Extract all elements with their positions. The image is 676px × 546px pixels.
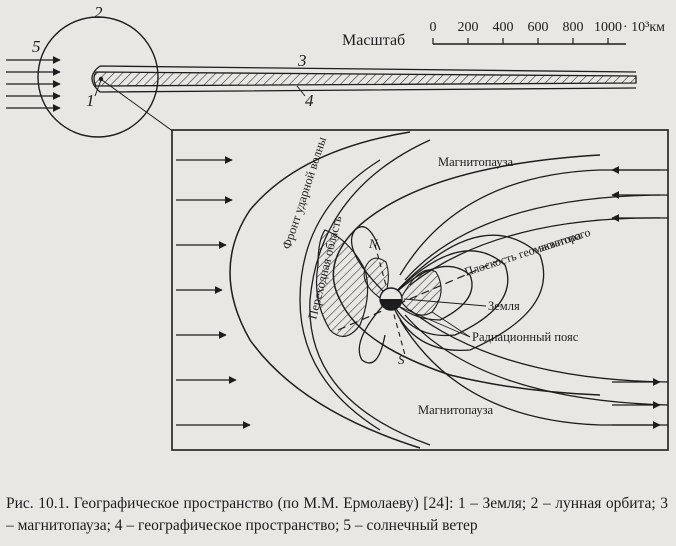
scale-tick-600: 600: [528, 20, 549, 35]
magnetopause-outline: [91, 65, 637, 93]
scale-tick-0: 0: [430, 20, 437, 35]
transition-region-hatch: [315, 229, 369, 337]
label-2: 2: [94, 3, 103, 22]
scale-tick-800: 800: [563, 20, 584, 35]
geographic-space-tail: [93, 71, 637, 87]
label-5: 5: [32, 37, 41, 56]
scale-unit: · 10³км: [623, 20, 665, 35]
north-label: N: [368, 236, 379, 251]
south-label: S: [398, 352, 405, 367]
label-4: 4: [305, 91, 314, 110]
label-1: 1: [86, 91, 95, 110]
magnetosphere-inset: Магнитопауза Магнитопауза Фронт ударной …: [101, 79, 669, 451]
scale-tick-400: 400: [493, 20, 514, 35]
scale-tick-200: 200: [458, 20, 479, 35]
earth-label: Земля: [488, 299, 520, 313]
radiation-belt-label: Радиационный пояс: [472, 330, 579, 344]
scale-bar: Масштаб 0 200 400 600 800 1000 · 10³км: [342, 20, 665, 49]
magnetopause-top-label: Магнитопауза: [438, 155, 514, 169]
scale-title: Масштаб: [342, 32, 405, 49]
magnetosphere-figure: 1 2 3 4 5 Масштаб 0 200 400 600 800 1000…: [6, 3, 669, 451]
label-3: 3: [297, 51, 307, 70]
solar-wind-arrows: [6, 56, 61, 112]
magnetopause-bottom-label: Магнитопауза: [418, 403, 494, 417]
geomagnetic-equator-plane: [337, 259, 501, 331]
scale-tick-1000: 1000: [594, 20, 622, 35]
figure-caption: Рис. 10.1. Географическое пространство (…: [6, 495, 668, 534]
inset-solar-wind-arrows: [176, 156, 661, 429]
bow-shock-line: [229, 131, 421, 449]
